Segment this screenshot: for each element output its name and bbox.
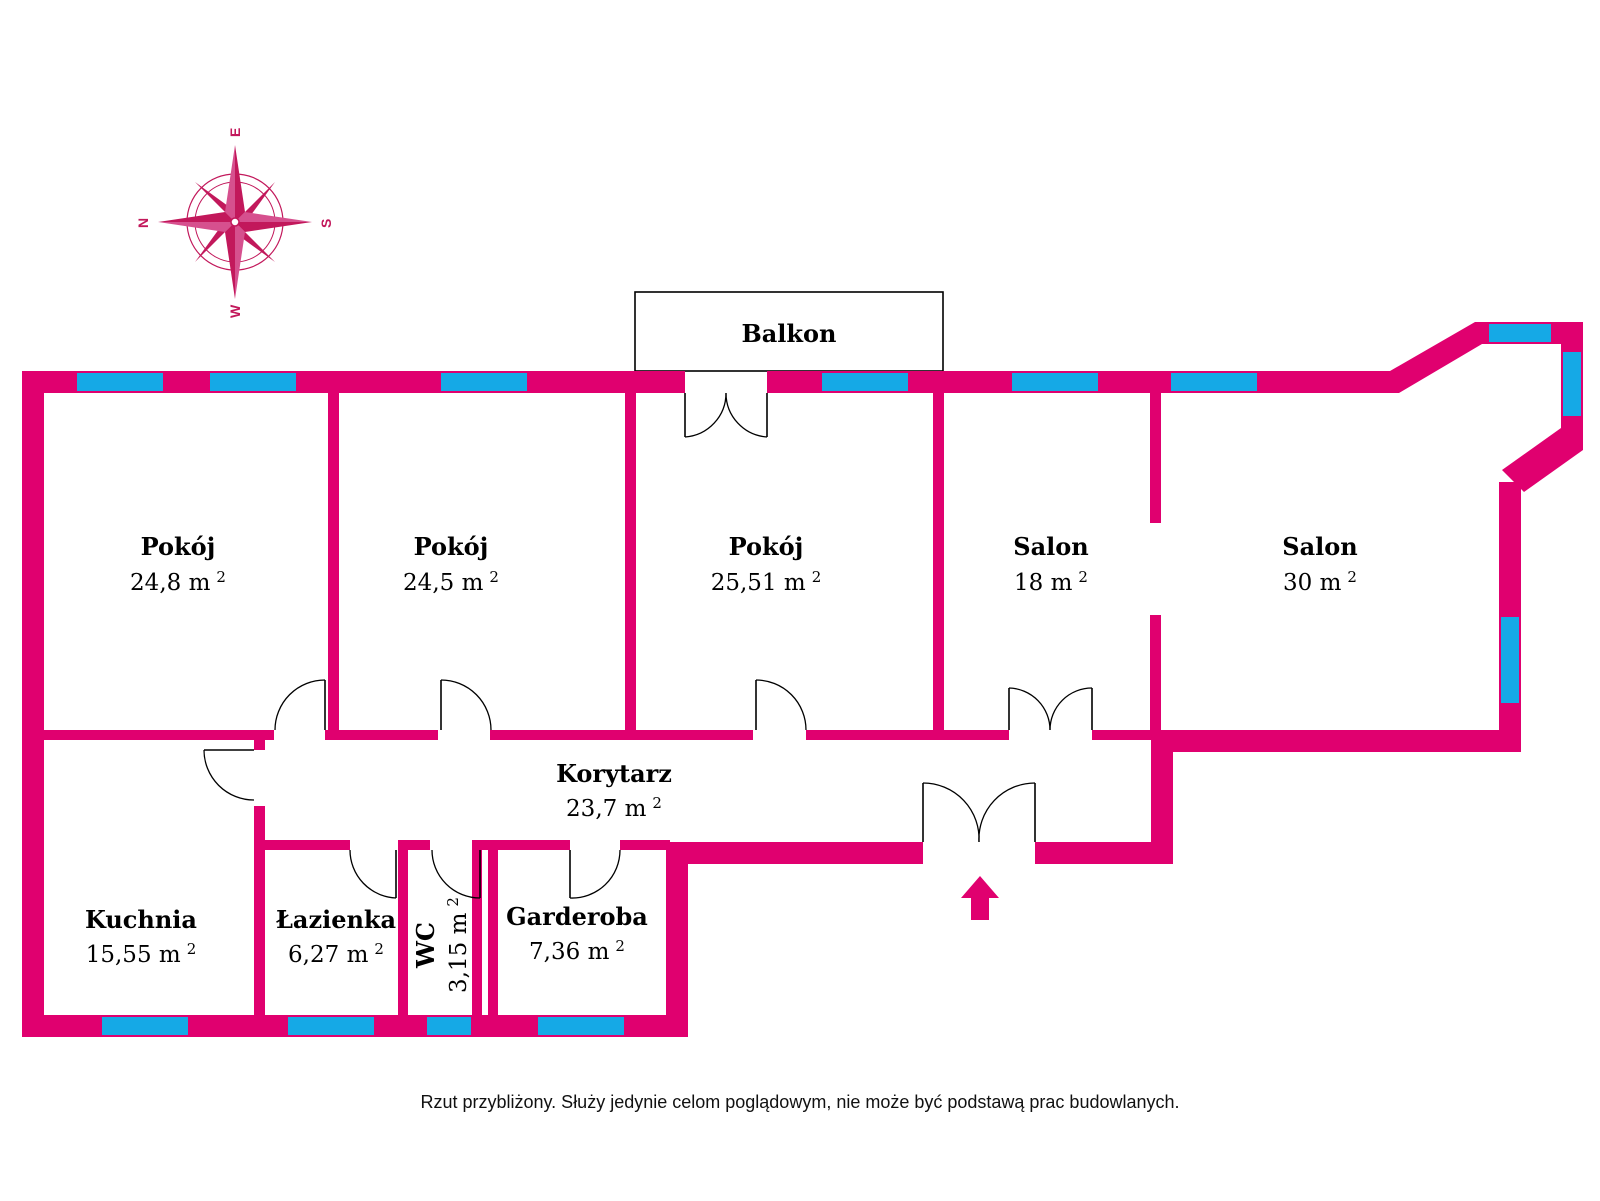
wardrobe-door [569,849,621,899]
room-area: 24,5 m [403,570,484,596]
room-area-exponent: 2 [1347,568,1357,586]
room-area-text: 30 m 2 [1283,568,1357,596]
room-name: Korytarz [556,759,672,788]
room-area-text: 23,7 m 2 [566,794,662,822]
room-area-exponent: 2 [489,568,499,586]
compass-west-label: W [227,304,243,318]
salon-door [1008,687,1093,731]
room-1-door [274,679,326,731]
room-label-lazienka: Łazienka 6,27 m 2 [276,905,396,968]
room-area-text: 24,5 m 2 [403,568,499,596]
room-area: 18 m [1014,570,1073,596]
room-label-salon-2: Salon 30 m 2 [1282,532,1357,596]
room-area: 23,7 m [566,796,647,822]
room-label-kuchnia: Kuchnia 15,55 m 2 [85,905,197,968]
room-label-korytarz: Korytarz 23,7 m 2 [556,759,672,822]
entrance-arrow-icon [961,876,999,920]
balcony-outline [634,291,944,372]
room-label-wc: WC 3,15 m 2 [411,897,472,993]
walls [22,322,1583,1037]
room-name: Łazienka [276,905,396,934]
windows [77,324,1581,1035]
room-name: Salon [1013,532,1088,561]
bathroom-door [349,849,397,899]
room-area-exponent: 2 [374,940,384,958]
balcony-label: Balkon [741,319,836,348]
room-area-text: 25,51 m 2 [711,568,822,596]
compass-south-label: S [318,219,334,228]
entrance-door [922,782,1036,843]
room-area-text: 3,15 m 2 [444,897,472,993]
room-area-text: 18 m 2 [1014,568,1088,596]
room-label-salon-1: Salon 18 m 2 [1013,532,1088,596]
room-name: Pokój [141,532,216,561]
room-name: Pokój [729,532,804,561]
room-area-text: 15,55 m 2 [86,940,197,968]
room-label-pokoj-3: Pokój 25,51 m 2 [711,532,822,596]
disclaimer-footnote: Rzut przybliżony. Służy jedynie celom po… [420,1092,1180,1112]
room-name: WC [411,922,440,969]
room-area: 15,55 m [86,942,181,968]
compass-rose-icon [158,145,312,299]
room-area-exponent: 2 [187,940,197,958]
room-area-exponent: 2 [652,794,662,812]
kitchen-door [203,749,255,801]
room-area: 7,36 m [529,939,610,965]
room-name: Garderoba [506,902,648,931]
doors [203,392,1093,899]
room-area-exponent: 2 [444,897,462,907]
compass-north-label: N [135,218,151,228]
room-area-exponent: 2 [1078,568,1088,586]
room-name: Salon [1282,532,1357,561]
room-label-garderoba: Garderoba 7,36 m 2 [506,902,648,965]
room-area: 3,15 m [446,912,472,993]
room-area: 24,8 m [130,570,211,596]
room-name: Pokój [414,532,489,561]
room-area-text: 6,27 m 2 [288,940,384,968]
room-area: 25,51 m [711,570,806,596]
room-area-exponent: 2 [812,568,822,586]
compass-east-label: E [227,128,243,137]
wc-door [431,849,481,899]
room-name: Kuchnia [85,905,197,934]
room-2-door [440,679,492,731]
room-label-pokoj-1: Pokój 24,8 m 2 [130,532,226,596]
room-area-exponent: 2 [216,568,226,586]
room-area: 6,27 m [288,942,369,968]
room-area-exponent: 2 [615,937,625,955]
balcony-door [684,392,768,438]
room-3-door [755,679,807,731]
room-area-text: 24,8 m 2 [130,568,226,596]
room-label-pokoj-2: Pokój 24,5 m 2 [403,532,499,596]
room-area-text: 7,36 m 2 [529,937,625,965]
room-area: 30 m [1283,570,1342,596]
